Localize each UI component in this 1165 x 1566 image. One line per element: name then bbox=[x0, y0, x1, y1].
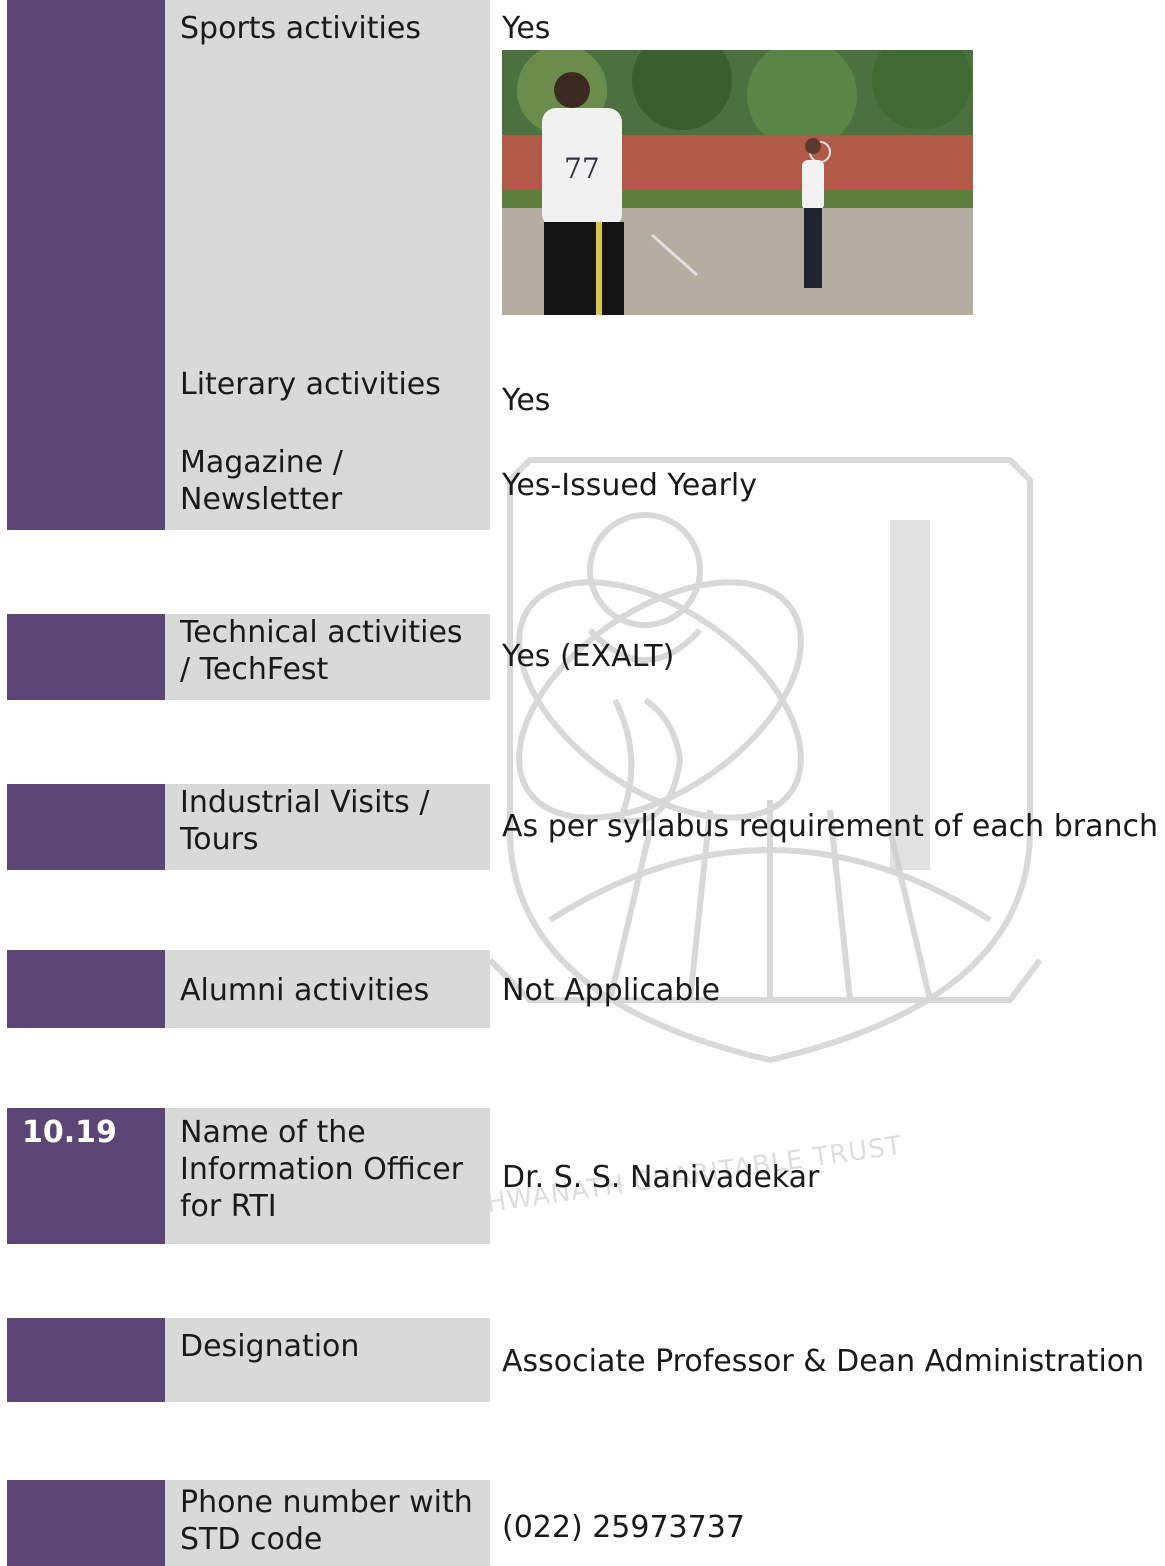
phone-number-label: Phone number with STD code bbox=[180, 1485, 473, 1557]
alumni-activities-label: Alumni activities bbox=[180, 973, 430, 1008]
magazine-newsletter-label: Magazine / Newsletter bbox=[180, 445, 343, 517]
row-label-cell bbox=[165, 784, 490, 870]
literary-activities-value: Yes bbox=[502, 383, 551, 418]
literary-activities-label: Literary activities bbox=[180, 367, 441, 402]
row-label-cell bbox=[165, 614, 490, 700]
magazine-newsletter-value: Yes-Issued Yearly bbox=[502, 468, 758, 503]
sports-activities-label: Sports activities bbox=[180, 11, 421, 46]
row-label-cell bbox=[165, 1480, 490, 1566]
industrial-visits-label: Industrial Visits / Tours bbox=[180, 785, 430, 857]
technical-activities-label: Technical activities / TechFest bbox=[180, 615, 463, 687]
information-officer-label: Name of the Information Officer for RTI bbox=[180, 1115, 464, 1224]
technical-activities-value: Yes (EXALT) bbox=[502, 639, 675, 674]
section-number: 10.19 bbox=[22, 1115, 117, 1150]
row-label-cell bbox=[165, 0, 490, 530]
sports-photo: 77 bbox=[502, 50, 973, 315]
jersey-number: 77 bbox=[564, 152, 600, 185]
row-number-cell bbox=[7, 614, 165, 700]
row-label-cell bbox=[165, 1318, 490, 1402]
designation-value: Associate Professor & Dean Administratio… bbox=[502, 1344, 1145, 1379]
sports-activities-value: Yes bbox=[502, 11, 551, 46]
row-number-cell bbox=[7, 1108, 165, 1244]
designation-label: Designation bbox=[180, 1329, 360, 1364]
industrial-visits-value: As per syllabus requirement of each bran… bbox=[502, 809, 1158, 844]
row-label-cell bbox=[165, 1108, 490, 1244]
row-label-cell bbox=[165, 950, 490, 1028]
row-number-cell bbox=[7, 1480, 165, 1566]
row-number-cell bbox=[7, 1318, 165, 1402]
row-number-cell bbox=[7, 950, 165, 1028]
alumni-activities-value: Not Applicable bbox=[502, 973, 721, 1008]
information-officer-value: Dr. S. S. Nanivadekar bbox=[502, 1160, 820, 1195]
row-number-cell bbox=[7, 0, 165, 530]
phone-number-value: (022) 25973737 bbox=[502, 1510, 745, 1545]
watermark-seal bbox=[487, 457, 1043, 1064]
row-number-cell bbox=[7, 784, 165, 870]
